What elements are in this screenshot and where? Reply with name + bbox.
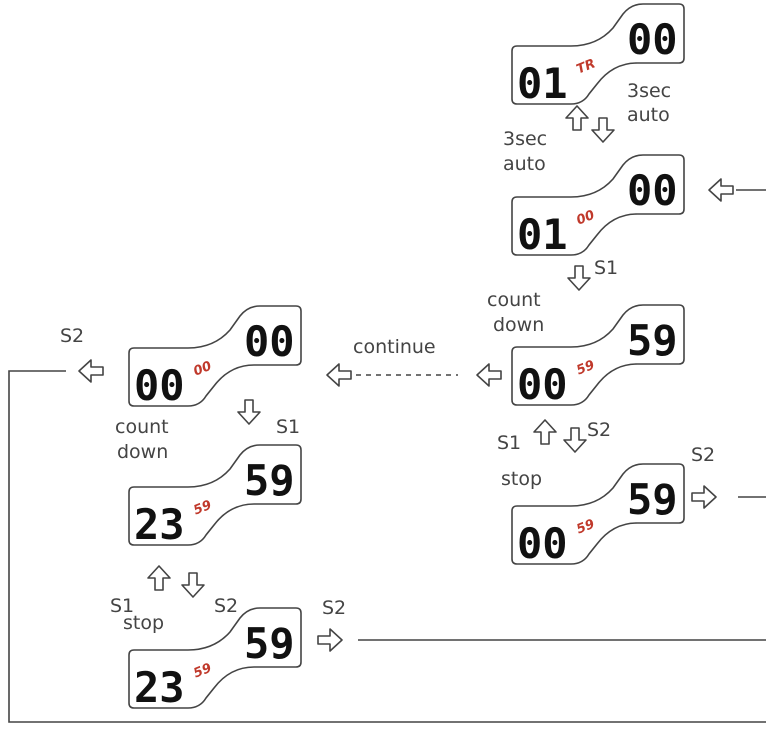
display-right-digits: 00 — [627, 166, 678, 215]
display-right-digits: 59 — [244, 456, 295, 505]
display-continue: 00 00 00 — [128, 305, 302, 410]
display-tr: 01 TR 00 — [511, 3, 685, 108]
arrow-down-icon — [181, 572, 205, 598]
labels: 3sec auto 3sec auto S1 count down contin… — [60, 80, 715, 634]
display-left-digits: 00 — [517, 360, 568, 409]
arrow-left-icon — [476, 363, 502, 387]
display-right-digits: 59 — [627, 475, 678, 524]
display-middle-digits: 59 — [575, 358, 597, 379]
display-right-digits: 59 — [627, 316, 678, 365]
arrow-up-icon — [147, 565, 171, 591]
arrow-up-icon — [533, 419, 557, 445]
loop-line-left — [8, 370, 766, 723]
label-continue: continue — [353, 336, 436, 358]
arrow-right-icon — [691, 485, 717, 509]
arrow-down-icon — [563, 427, 587, 453]
label-stop: stop — [501, 468, 542, 490]
label-3sec: 3sec — [503, 128, 547, 150]
label-down: down — [493, 314, 544, 336]
label-s1: S1 — [110, 595, 134, 617]
display-right-digits: 59 — [244, 619, 295, 668]
display-stop-left: 23 59 59 — [128, 607, 302, 712]
display-left-digits: 01 — [517, 59, 568, 108]
arrow-left-icon — [708, 178, 734, 202]
label-count: count — [115, 416, 169, 438]
label-s1: S1 — [594, 257, 618, 279]
label-s2: S2 — [587, 419, 611, 441]
display-00: 01 00 00 — [511, 154, 685, 259]
label-down: down — [117, 441, 168, 463]
label-count: count — [487, 289, 541, 311]
display-middle-digits: 59 — [575, 517, 597, 538]
display-middle-digits: 59 — [192, 661, 214, 682]
display-left-digits: 00 — [134, 361, 185, 410]
label-s2: S2 — [322, 597, 346, 619]
display-left-digits: 23 — [134, 663, 185, 712]
label-s2: S2 — [214, 595, 238, 617]
display-left-digits: 23 — [134, 500, 185, 549]
display-right-digits: 00 — [627, 15, 678, 64]
display-countdown-right: 00 59 59 — [511, 304, 685, 409]
display-left-digits: 00 — [517, 519, 568, 568]
label-auto: auto — [627, 104, 670, 126]
arrow-left-icon — [326, 363, 352, 387]
display-right-digits: 00 — [244, 317, 295, 366]
label-auto: auto — [503, 153, 546, 175]
display-middle-digits: 00 — [192, 359, 214, 380]
display-middle-digits: TR — [575, 56, 598, 77]
label-3sec: 3sec — [627, 80, 671, 102]
label-stop: stop — [123, 612, 164, 634]
display-middle-digits: 00 — [575, 208, 597, 229]
arrow-left-icon — [78, 359, 104, 383]
arrow-down-icon — [591, 117, 615, 143]
label-s2: S2 — [60, 325, 84, 347]
connector-lines — [8, 189, 766, 723]
display-stop-right: 00 59 59 — [511, 463, 685, 568]
label-s1: S1 — [276, 416, 300, 438]
label-s2: S2 — [691, 444, 715, 466]
label-s1: S1 — [497, 432, 521, 454]
arrow-right-icon — [317, 628, 343, 652]
arrow-up-icon — [565, 105, 589, 131]
arrow-down-icon — [567, 265, 591, 291]
display-left-digits: 01 — [517, 210, 568, 259]
display-middle-digits: 59 — [192, 498, 214, 519]
display-countdown-left: 23 59 59 — [128, 444, 302, 549]
arrow-down-icon — [237, 399, 261, 425]
